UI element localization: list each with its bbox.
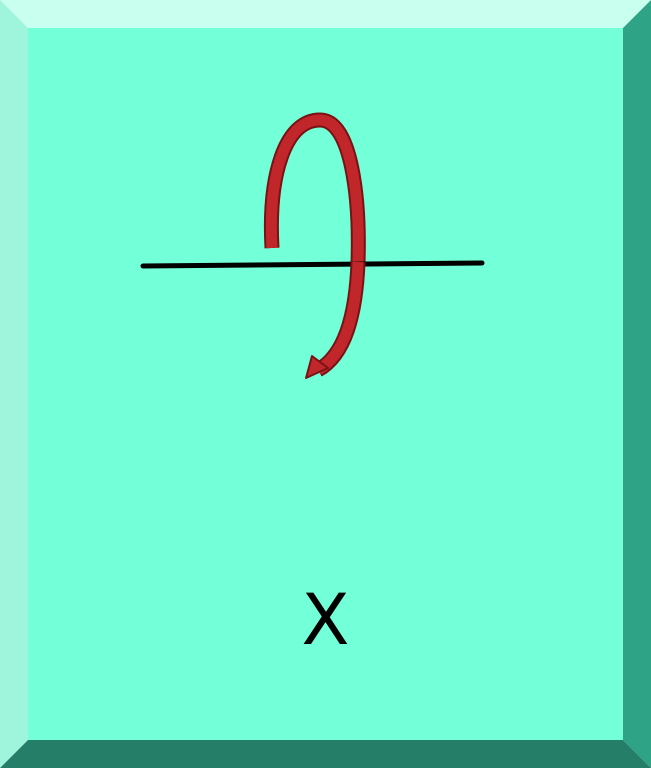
bevel-top	[0, 0, 651, 28]
horizontal-axis-line	[140, 260, 485, 269]
rotation-arrow-back-inner	[265, 114, 364, 263]
bevel-bottom	[0, 740, 651, 768]
rotation-arrow-front-inner	[315, 261, 364, 375]
bevel-left	[0, 0, 28, 768]
bevel-right	[623, 0, 651, 768]
card-face	[28, 28, 623, 740]
rotation-arrow-head	[305, 355, 329, 379]
axis-label: X	[301, 579, 350, 661]
